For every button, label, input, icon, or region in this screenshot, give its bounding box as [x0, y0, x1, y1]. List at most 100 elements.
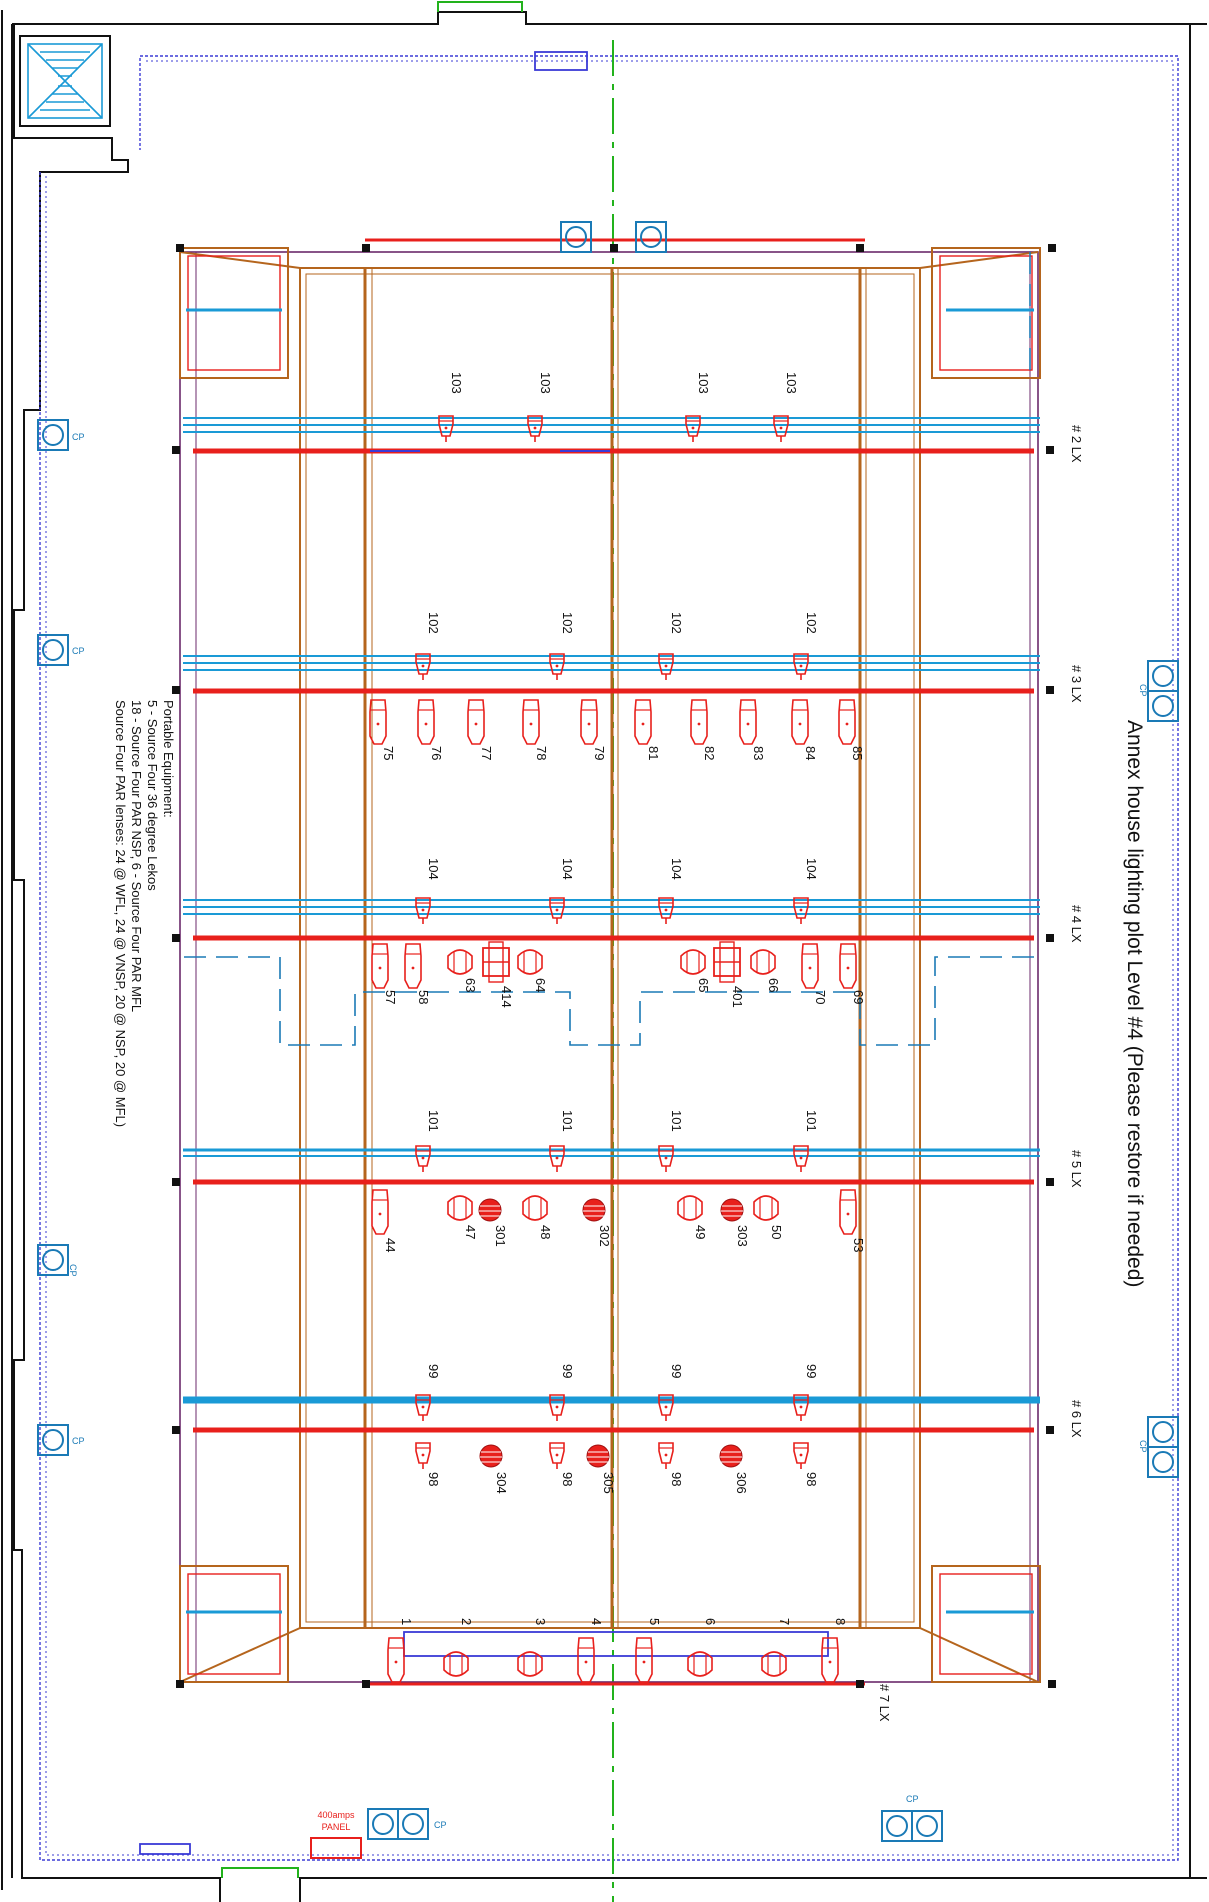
cp-label: CP	[1138, 684, 1148, 697]
lx2-channel: 103	[538, 372, 553, 394]
lx6-boom: 98	[426, 1472, 441, 1486]
cp-panels	[37, 221, 1179, 1842]
lx7-channel: 7	[777, 1618, 792, 1625]
lx5-boom: 301	[493, 1225, 508, 1247]
portable-line-2: 18 - Source Four PAR NSP, 6 - Source Fou…	[129, 700, 144, 1012]
lx4-boom: 70	[813, 990, 828, 1004]
truss-grid	[179, 251, 1039, 1683]
lx3-channel: 102	[669, 612, 684, 634]
power-panel-box	[310, 1837, 362, 1859]
lx3-boom: 75	[381, 746, 396, 760]
lx3-boom: 83	[751, 746, 766, 760]
lx4-boom: 401	[730, 986, 745, 1008]
portable-line-3: Source Four PAR lenses: 24 @ WFL, 24 @ V…	[113, 700, 128, 1127]
lx6-channel: 99	[426, 1364, 441, 1378]
lx2-channel: 103	[449, 372, 464, 394]
top-door	[437, 1, 523, 12]
lx3-label: # 3 LX	[1069, 665, 1084, 703]
rotated-label-layer: Annex house lighting plot Level #4 (Plea…	[113, 372, 1146, 1722]
lx5-boom: 49	[693, 1225, 708, 1239]
lx4-channel: 104	[560, 858, 575, 880]
stair-icon	[19, 35, 111, 127]
lx5-boom: 48	[538, 1225, 553, 1239]
perimeter-curtain-inner	[45, 60, 1174, 1856]
lx4-channel: 104	[426, 858, 441, 880]
cp-label: CP	[1138, 1440, 1148, 1453]
end-pipe-clamps	[176, 244, 1056, 1688]
cp-label: CP	[72, 432, 85, 442]
lx7-channel: 6	[703, 1618, 718, 1625]
trap-outlines	[184, 252, 1038, 1046]
cp-label: CP	[434, 1820, 447, 1830]
lx3-boom: 84	[803, 746, 818, 760]
lx4-boom: 414	[499, 986, 514, 1008]
lx2-channel: 103	[696, 372, 711, 394]
building-walls	[1, 10, 1207, 1902]
lx3-boom: 79	[592, 746, 607, 760]
lx3-channel: 102	[560, 612, 575, 634]
lx6-boom: 304	[494, 1472, 509, 1494]
lx6-channel: 99	[560, 1364, 575, 1378]
portable-heading: Portable Equipment:	[161, 700, 176, 818]
lx5-channel: 101	[669, 1110, 684, 1132]
lx3-boom: 81	[646, 746, 661, 760]
lx5-boom: 303	[735, 1225, 750, 1247]
lx6-boom: 305	[601, 1472, 616, 1494]
cp-label: CP	[72, 646, 85, 656]
bottom-door	[221, 1867, 299, 1878]
corner-towers	[179, 247, 1041, 1683]
lx5-boom: 47	[463, 1225, 478, 1239]
electric-pipes	[183, 417, 1040, 1657]
lx6-boom: 98	[560, 1472, 575, 1486]
lx4-boom: 64	[533, 978, 548, 992]
lx3-channel: 102	[804, 612, 819, 634]
lx7-channel: 1	[399, 1618, 414, 1625]
lx6-label: # 6 LX	[1069, 1400, 1084, 1438]
lx3-channel: 102	[426, 612, 441, 634]
cp-labels-rotated: CP CP CP	[68, 684, 1148, 1453]
lx7-channel: 5	[647, 1618, 662, 1625]
lx6-boom: 98	[669, 1472, 684, 1486]
lx4-boom: 69	[851, 990, 866, 1004]
lx7-channel: 8	[833, 1618, 848, 1625]
pipe-end-ticks	[172, 446, 1054, 1434]
cp-label: CP	[906, 1794, 919, 1804]
lx5-boom: 50	[769, 1225, 784, 1239]
lx4-channel: 104	[804, 858, 819, 880]
plot-title: Annex house lighting plot Level #4 (Plea…	[1123, 720, 1146, 1287]
lx4-channel: 104	[669, 858, 684, 880]
stage-frame	[179, 251, 1039, 1683]
lx5-channel: 101	[804, 1110, 819, 1132]
perimeter-curtain	[39, 55, 1179, 1861]
lx3-boom: 85	[850, 746, 865, 760]
power-panel-label: 400amps PANEL	[317, 1810, 355, 1832]
lx3-boom: 77	[479, 746, 494, 760]
lx3-boom: 78	[534, 746, 549, 760]
lx5-label: # 5 LX	[1069, 1150, 1084, 1188]
lx7-channel: 4	[589, 1618, 604, 1625]
panel-line-1: 400amps	[317, 1810, 355, 1820]
lx4-boom: 57	[383, 990, 398, 1004]
lx6-channel: 99	[804, 1364, 819, 1378]
cp-label: CP	[68, 1264, 78, 1277]
lx5-boom: 53	[851, 1238, 866, 1252]
lx2-channel: 103	[784, 372, 799, 394]
lx3-boom: 76	[429, 746, 444, 760]
lx4-boom: 65	[696, 978, 711, 992]
lx4-boom: 58	[416, 990, 431, 1004]
lx7-channel: 2	[459, 1618, 474, 1625]
panel-line-2: PANEL	[322, 1822, 351, 1832]
lx6-boom: 98	[804, 1472, 819, 1486]
lx4-boom: 66	[766, 978, 781, 992]
lx7-label: # 7 LX	[877, 1684, 892, 1722]
lx6-channel: 99	[669, 1364, 684, 1378]
bottom-opening	[139, 1843, 191, 1855]
portable-line-1: 5 - Source Four 36 degree Lekos	[145, 700, 160, 891]
lx4-boom: 63	[463, 978, 478, 992]
lx3-boom: 82	[702, 746, 717, 760]
lx5-boom: 44	[383, 1238, 398, 1252]
lx5-channel: 101	[426, 1110, 441, 1132]
cp-label: CP	[72, 1436, 85, 1446]
cp-labels: CP CP CP CP CP	[72, 432, 919, 1830]
